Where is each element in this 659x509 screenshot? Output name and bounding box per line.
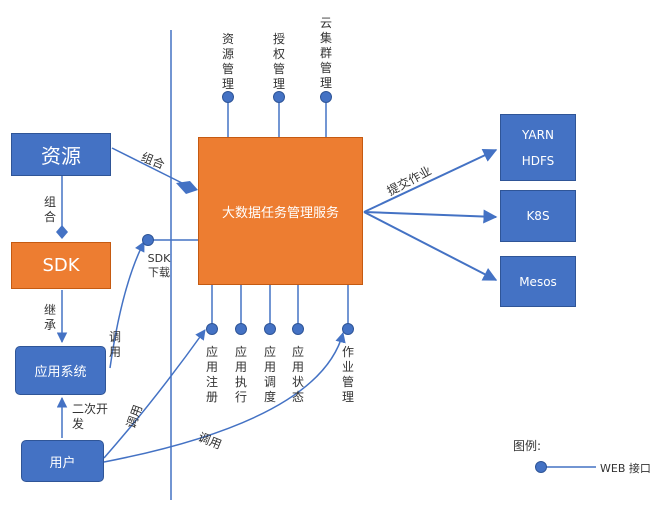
interface-label-cluster-mgmt: 云集群管理 <box>319 16 332 90</box>
edge-app-sdkdownload <box>109 241 145 369</box>
interface-dot-app-exec[interactable] <box>235 323 247 335</box>
edge-label-secondary-dev: 二次开发 <box>72 402 109 431</box>
interface-dot-auth-mgmt[interactable] <box>273 91 285 103</box>
legend-label: WEB 接口 <box>600 462 651 475</box>
interface-dot-app-schedule[interactable] <box>264 323 276 335</box>
interface-label-app-exec: 应用执行 <box>234 345 247 404</box>
yarn-hdfs-box[interactable]: YARN HDFS <box>500 114 576 181</box>
edge-center-k8s <box>363 209 498 224</box>
user-box[interactable]: 用户 <box>21 440 104 482</box>
interface-label-app-status: 应用状态 <box>291 345 304 404</box>
edge-label-call-app: 调用 <box>108 330 121 359</box>
edge-resource-center <box>111 147 183 184</box>
user-label: 用户 <box>49 455 76 471</box>
interface-dot-job-mgmt[interactable] <box>342 323 354 335</box>
interface-dot-resource-mgmt[interactable] <box>222 91 234 103</box>
interface-label-app-register: 应用注册 <box>205 345 218 404</box>
app-system-box[interactable]: 应用系统 <box>15 346 106 395</box>
edge-label-combine-sdk: 组合 <box>43 195 56 224</box>
interface-dot-app-register[interactable] <box>206 323 218 335</box>
edge-user-register <box>103 329 206 459</box>
edge-label-inherit: 继承 <box>43 303 56 332</box>
sdk-download-interface-dot[interactable] <box>142 234 154 246</box>
hdfs-label: HDFS <box>521 153 555 168</box>
edge-center-mesos <box>363 211 498 281</box>
edge-label-sdk-download: SDK下载 <box>147 252 171 279</box>
edge-user-job <box>103 331 346 463</box>
mesos-box[interactable]: Mesos <box>500 256 576 307</box>
center-service-box[interactable]: 大数据任务管理服务 <box>198 137 363 285</box>
app-system-label: 应用系统 <box>34 365 87 380</box>
interface-dot-cluster-mgmt[interactable] <box>320 91 332 103</box>
interface-label-resource-mgmt: 资源管理 <box>221 32 234 91</box>
resource-box[interactable]: 资源 <box>11 133 111 176</box>
mesos-label: Mesos <box>519 274 557 289</box>
interface-label-job-mgmt: 作业管理 <box>341 345 354 404</box>
center-service-label: 大数据任务管理服务 <box>221 205 339 221</box>
k8s-box[interactable]: K8S <box>500 190 576 242</box>
k8s-label: K8S <box>526 209 550 223</box>
combine-diamond-center <box>176 181 198 194</box>
sdk-box[interactable]: SDK <box>11 242 111 289</box>
sdk-label: SDK <box>42 255 80 276</box>
combine-diamond-sdk <box>56 225 68 239</box>
legend-dot <box>535 461 547 473</box>
edge-center-yarn <box>363 149 498 213</box>
interface-label-app-schedule: 应用调度 <box>263 345 276 404</box>
interface-label-auth-mgmt: 授权管理 <box>272 32 285 91</box>
interface-dot-app-status[interactable] <box>292 323 304 335</box>
resource-label: 资源 <box>41 144 81 168</box>
yarn-label: YARN <box>522 127 554 142</box>
legend-title: 图例: <box>513 439 542 453</box>
